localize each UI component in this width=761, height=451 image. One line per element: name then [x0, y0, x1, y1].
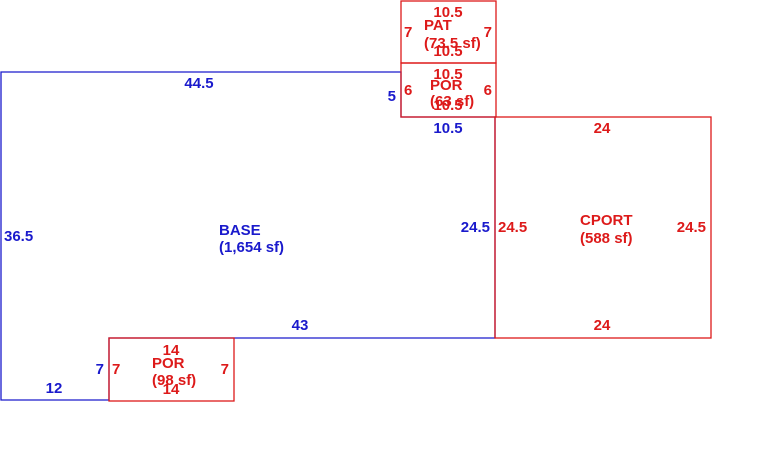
por-bottom-name: POR	[152, 355, 185, 372]
cport-name: CPORT	[580, 212, 633, 229]
cport-left-dimension: 24.5	[498, 219, 527, 236]
por-top-top-dimension: 10.5	[433, 66, 462, 83]
cport-area: (588 sf)	[580, 230, 633, 247]
por-bottom-bottom-dimension: 14	[163, 381, 180, 398]
base-bottom-dimension: 12	[46, 380, 63, 397]
pat-bottom-dimension: 10.5	[433, 43, 462, 60]
pat-top-dimension: 10.5	[433, 4, 462, 21]
por-bottom-left-dimension: 7	[112, 361, 120, 378]
base-top-dimension: 44.5	[184, 75, 213, 92]
base-step-bottom-dimension: 43	[292, 317, 309, 334]
cport-top-dimension: 24	[594, 120, 611, 137]
base-notch-left-dimension: 5	[388, 88, 396, 105]
por-top-bottom-dimension: 10.5	[433, 97, 462, 114]
pat-left-dimension: 7	[404, 24, 412, 41]
por-bottom-right-dimension: 7	[221, 361, 229, 378]
por-top-name: POR	[430, 77, 463, 94]
cport-bottom-dimension: 24	[594, 317, 611, 334]
base-notch-bottom-dimension: 10.5	[433, 120, 462, 137]
pat-right-dimension: 7	[484, 24, 492, 41]
base-right-dimension: 24.5	[461, 219, 490, 236]
base-area: (1,654 sf)	[219, 239, 284, 256]
cport-right-dimension: 24.5	[677, 219, 706, 236]
pat-area: (73.5 sf)	[424, 35, 481, 52]
base-step-left-dimension: 7	[96, 361, 104, 378]
por-top-right-dimension: 6	[484, 82, 492, 99]
por-top-left-dimension: 6	[404, 82, 412, 99]
por-bottom-outline	[108, 337, 235, 402]
por-bottom-top-dimension: 14	[163, 342, 180, 359]
base-left-dimension: 36.5	[4, 228, 33, 245]
base-name: BASE	[219, 222, 261, 239]
por-top-outline	[400, 62, 497, 118]
cport-outline	[494, 116, 712, 339]
por-top-area: (63 sf)	[430, 93, 474, 110]
por-bottom-area: (98 sf)	[152, 372, 196, 389]
pat-name: PAT	[424, 17, 452, 34]
